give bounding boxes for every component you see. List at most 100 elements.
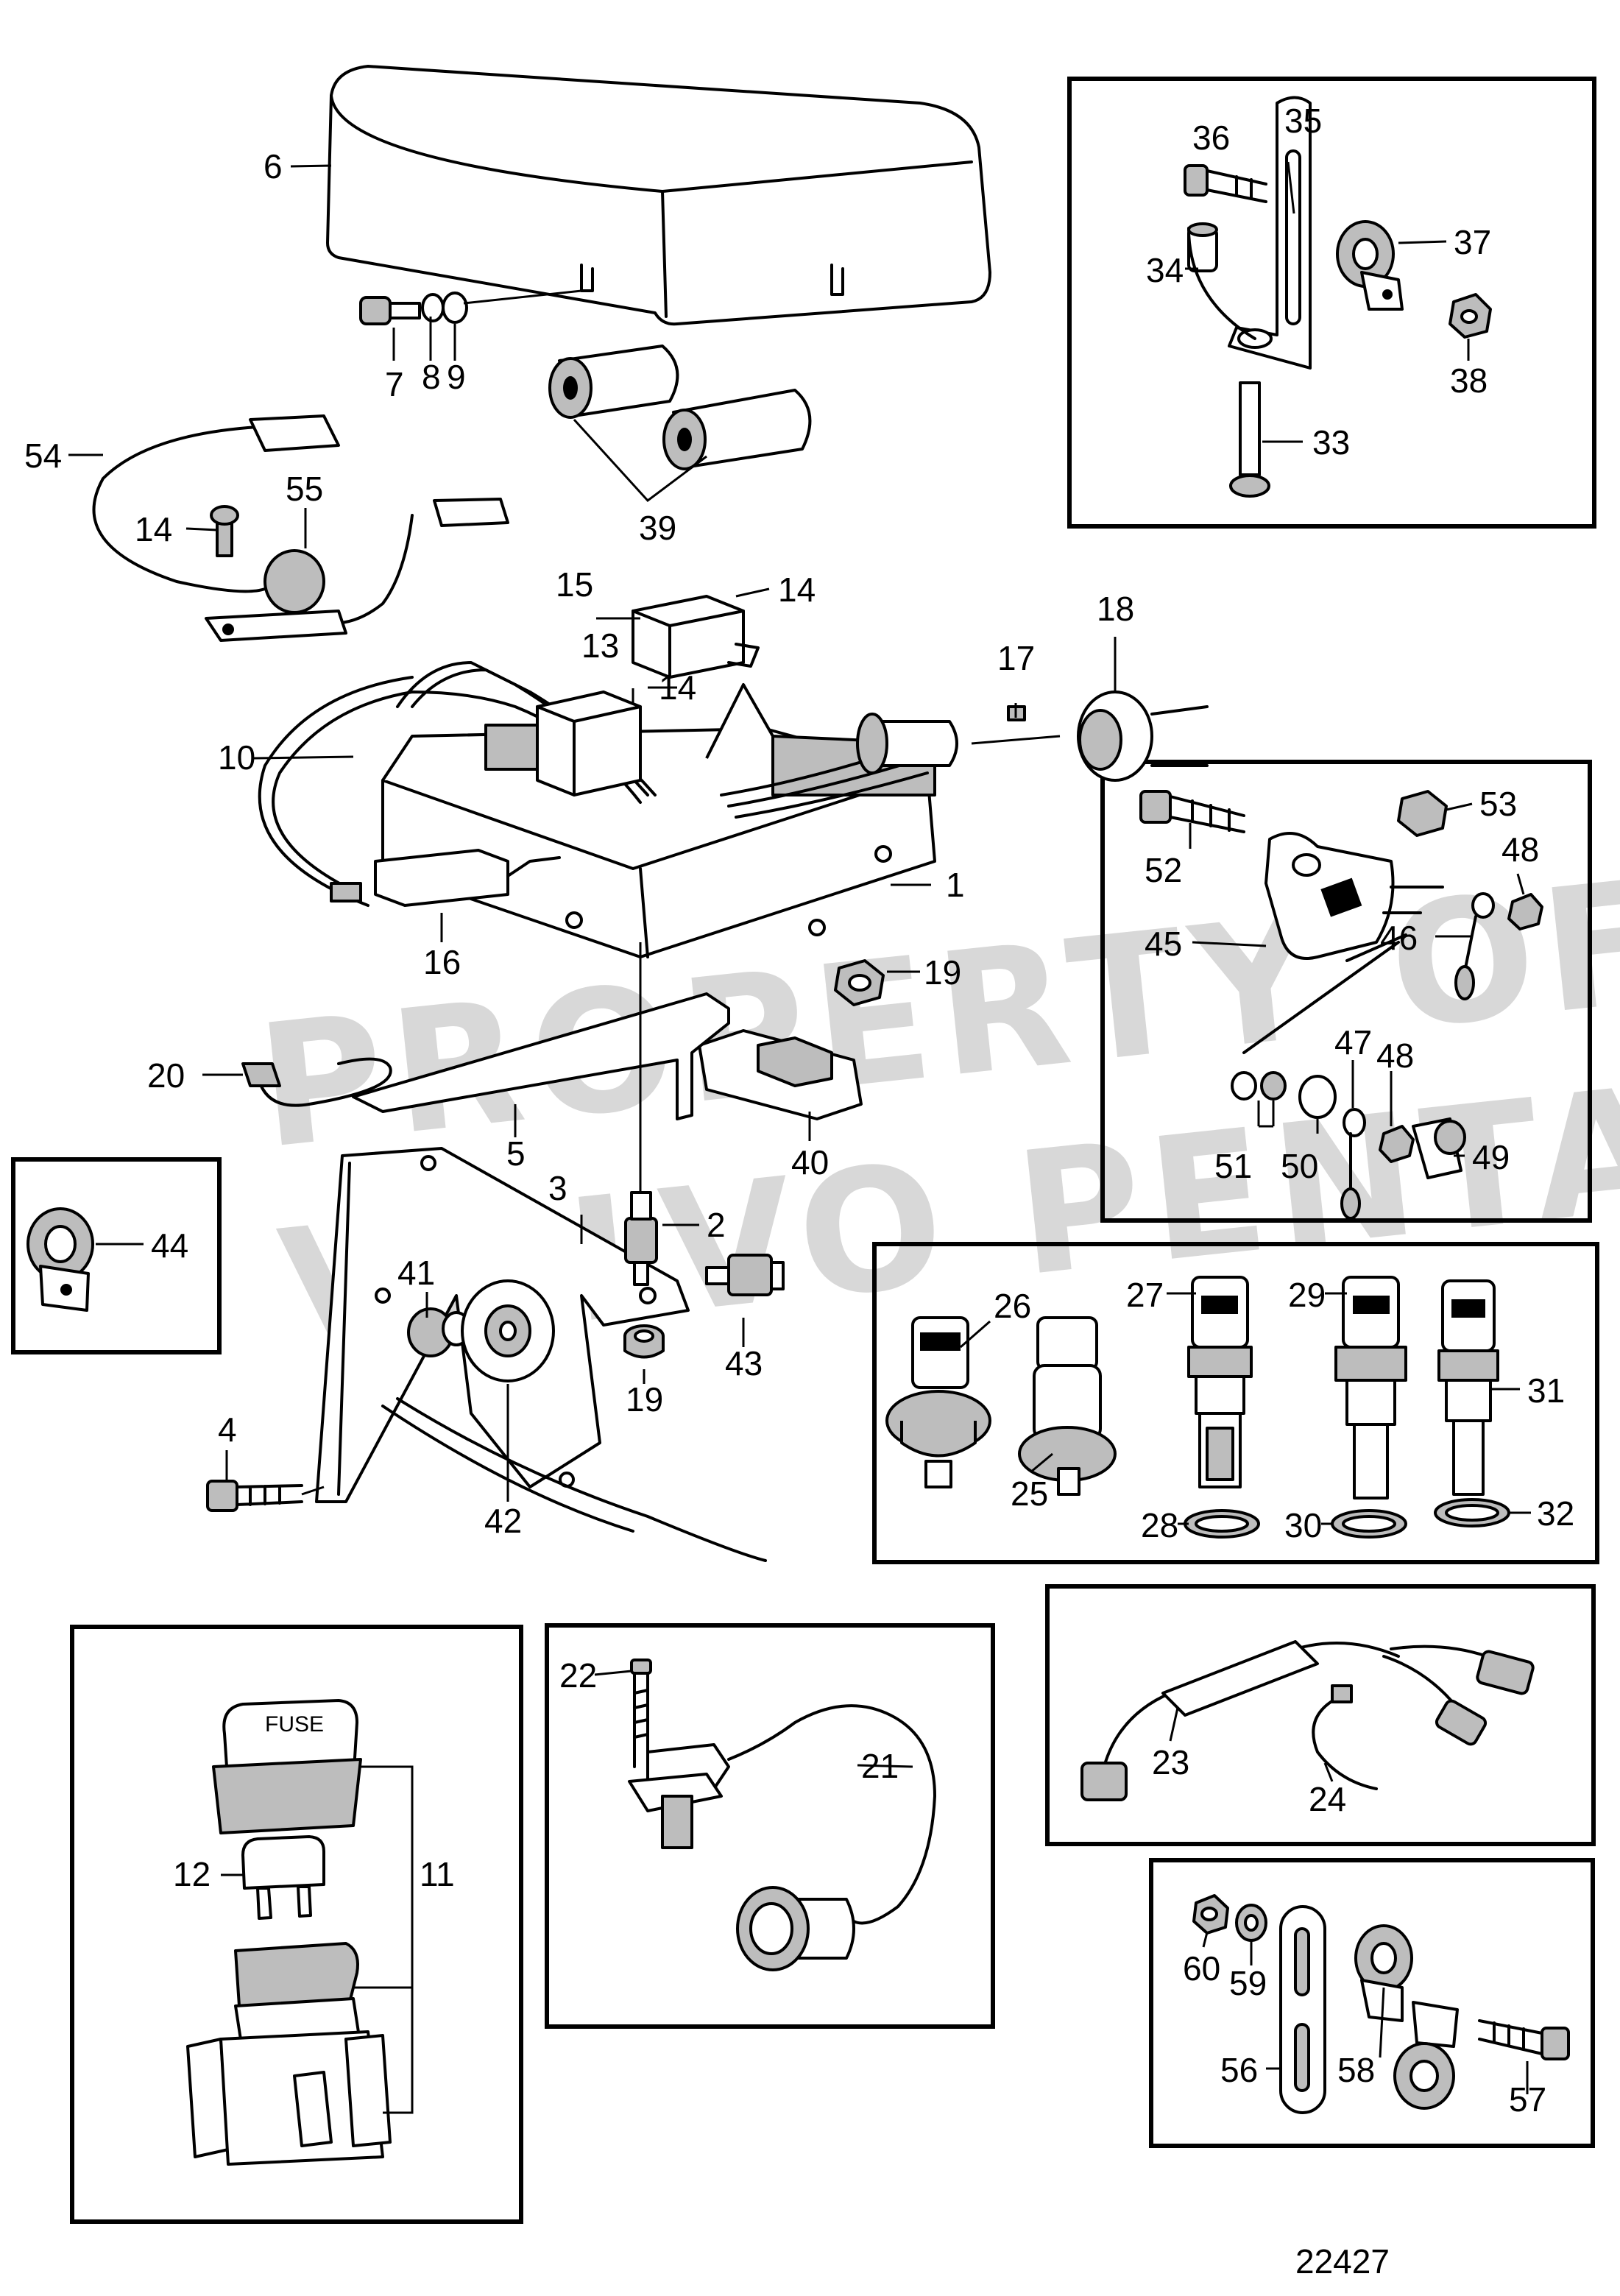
sensor-part-26 (885, 1316, 991, 1488)
callout-22: 22 (559, 1656, 597, 1695)
drawing-number: 22427 (1295, 2242, 1390, 2281)
fuse-cover-label: FUSE (265, 1712, 324, 1737)
inset-box-clip (11, 1157, 222, 1354)
inset-box-cable-harness (1045, 1584, 1596, 1846)
switch-part-43 (705, 1254, 785, 1296)
inset-box-fuse-holder (70, 1625, 523, 2224)
callout-36: 36 (1192, 119, 1230, 157)
clamp-bracket-assembly-33-38 (1184, 96, 1492, 498)
callout-53: 53 (1479, 785, 1517, 823)
callout-33: 33 (1312, 423, 1350, 462)
callout-27: 27 (1126, 1276, 1164, 1314)
standoff-part-2 (624, 942, 658, 1286)
callout-39: 39 (639, 509, 676, 547)
callout-56: 56 (1220, 2051, 1258, 2089)
callout-30: 30 (1284, 1506, 1322, 1544)
callout-42: 42 (484, 1502, 522, 1540)
sensor-part-29 (1334, 1276, 1407, 1500)
callout-11: 11 (420, 1855, 455, 1893)
callout-45: 45 (1145, 925, 1182, 963)
callout-51: 51 (1214, 1147, 1252, 1185)
callout-20: 20 (147, 1056, 185, 1095)
callout-50: 50 (1281, 1147, 1318, 1185)
callout-14a: 14 (135, 510, 172, 548)
callout-60: 60 (1183, 1949, 1220, 1988)
callout-numbers: 1 2 3 4 5 6 7 8 9 10 11 12 13 14 14 14 1… (24, 102, 1574, 2119)
callout-16: 16 (423, 943, 461, 981)
inset-box-cable-clamp (1149, 1858, 1595, 2148)
callout-57: 57 (1509, 2080, 1546, 2119)
callout-21: 21 (861, 1747, 899, 1785)
callout-13: 13 (581, 626, 619, 665)
callout-26: 26 (994, 1287, 1031, 1325)
nut-part-19-upper (834, 959, 885, 1006)
callout-55: 55 (286, 470, 323, 508)
ground-terminal-assembly-45-53 (1139, 790, 1543, 1220)
callout-48-upper: 48 (1501, 830, 1539, 869)
callout-24: 24 (1309, 1780, 1346, 1818)
callout-8: 8 (422, 358, 441, 396)
cable-clamp-assembly-56-60 (1192, 1894, 1570, 2114)
callout-38: 38 (1450, 361, 1488, 400)
callout-18: 18 (1097, 590, 1134, 628)
callout-34: 34 (1146, 251, 1184, 289)
plate-part-40 (698, 1029, 863, 1120)
callout-1: 1 (946, 866, 965, 904)
callout-19-lower: 19 (626, 1380, 663, 1419)
callout-32: 32 (1537, 1494, 1574, 1533)
sensor-part-27 (1187, 1276, 1253, 1488)
callout-6: 6 (263, 147, 283, 186)
callout-40: 40 (791, 1143, 829, 1181)
nut-part-19-lower (623, 1324, 665, 1359)
callout-14b: 14 (778, 571, 816, 609)
callout-44: 44 (151, 1226, 188, 1265)
callout-14c: 14 (659, 668, 696, 707)
gasket-part-42 (461, 1279, 555, 1382)
cable-tie-part-20 (241, 1057, 392, 1107)
callout-37: 37 (1454, 223, 1491, 261)
engine-outline-curve-inner (381, 1405, 634, 1533)
callout-29: 29 (1288, 1276, 1326, 1314)
inset-box-sensors (872, 1242, 1599, 1564)
callout-23: 23 (1152, 1743, 1189, 1781)
callout-28: 28 (1141, 1506, 1178, 1544)
cover-part-6 (326, 65, 991, 326)
callout-49: 49 (1472, 1138, 1510, 1176)
fuse-part-12 (241, 1835, 325, 1920)
callout-54: 54 (24, 437, 62, 475)
callout-3: 3 (548, 1169, 567, 1207)
callout-47: 47 (1334, 1023, 1372, 1062)
cable-tie-part-24 (1312, 1684, 1378, 1790)
strap-part-5 (352, 992, 730, 1120)
callout-46: 46 (1380, 919, 1418, 957)
bracket-assembly-part-1 (381, 683, 936, 958)
inset-box-clamp-bracket (1067, 77, 1596, 529)
callout-48-lower: 48 (1376, 1036, 1414, 1075)
seal-ring-part-32-inner (1445, 1504, 1499, 1522)
callout-7: 7 (385, 365, 404, 403)
seal-ring-part-30-inner (1342, 1515, 1396, 1533)
callout-35: 35 (1284, 102, 1322, 140)
screw-washer-set-7-8-9 (359, 289, 582, 325)
cable-harness-part-23 (1080, 1640, 1535, 1801)
control-module-part-16 (330, 849, 561, 907)
callout-43: 43 (725, 1344, 763, 1382)
callout-17: 17 (997, 639, 1035, 677)
callout-15: 15 (556, 565, 593, 604)
callout-10: 10 (218, 738, 255, 777)
screw-part-4 (206, 1480, 325, 1512)
callout-2: 2 (707, 1206, 726, 1244)
clip-part-44 (26, 1207, 94, 1312)
callout-12: 12 (173, 1855, 211, 1893)
engine-outline-curve (396, 1397, 767, 1562)
callout-9: 9 (447, 358, 466, 396)
callout-25: 25 (1011, 1474, 1048, 1513)
inset-box-speed-sensor (545, 1623, 995, 2029)
sensor-part-25 (1018, 1316, 1117, 1496)
callout-58: 58 (1337, 2051, 1375, 2089)
tube-part-39 (548, 345, 812, 470)
relay-part-15 (632, 595, 760, 679)
wire-part-54-55 (92, 414, 509, 642)
connector-part-18 (856, 690, 1209, 782)
